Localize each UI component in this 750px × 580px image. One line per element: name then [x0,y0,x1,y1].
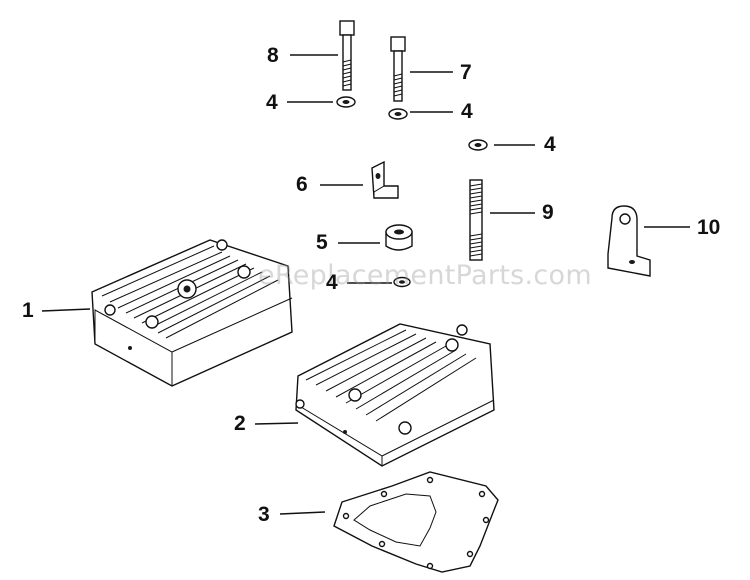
stud-9 [469,179,483,261]
callout-9: 9 [542,201,554,224]
callout-3: 3 [258,503,270,526]
callout-7: 7 [460,61,472,84]
gasket-3 [333,471,499,573]
callout-4c: 4 [544,133,556,156]
washer-4d [393,276,411,288]
leader-2 [254,422,299,425]
cylinder-head-2 [295,323,495,467]
bracket-10 [607,205,651,277]
callout-6: 6 [296,173,308,196]
leader-3 [279,511,326,515]
washer-4b [388,108,408,120]
callout-4d: 4 [326,271,338,294]
callout-10: 10 [697,216,721,239]
spacer-5 [385,224,413,251]
callout-1: 1 [22,299,34,322]
leader-lines [41,54,690,515]
callout-8: 8 [267,44,279,67]
callout-4a: 4 [266,91,278,114]
callout-4b: 4 [461,100,473,123]
leader-1 [41,308,91,312]
bolt-8 [339,20,355,91]
callout-2: 2 [234,412,246,435]
bracket-6 [371,160,399,199]
bolt-7 [390,36,406,102]
washer-4a [336,96,356,108]
cylinder-head-1 [91,239,293,387]
washer-4c [468,139,488,151]
callout-5: 5 [316,231,328,254]
